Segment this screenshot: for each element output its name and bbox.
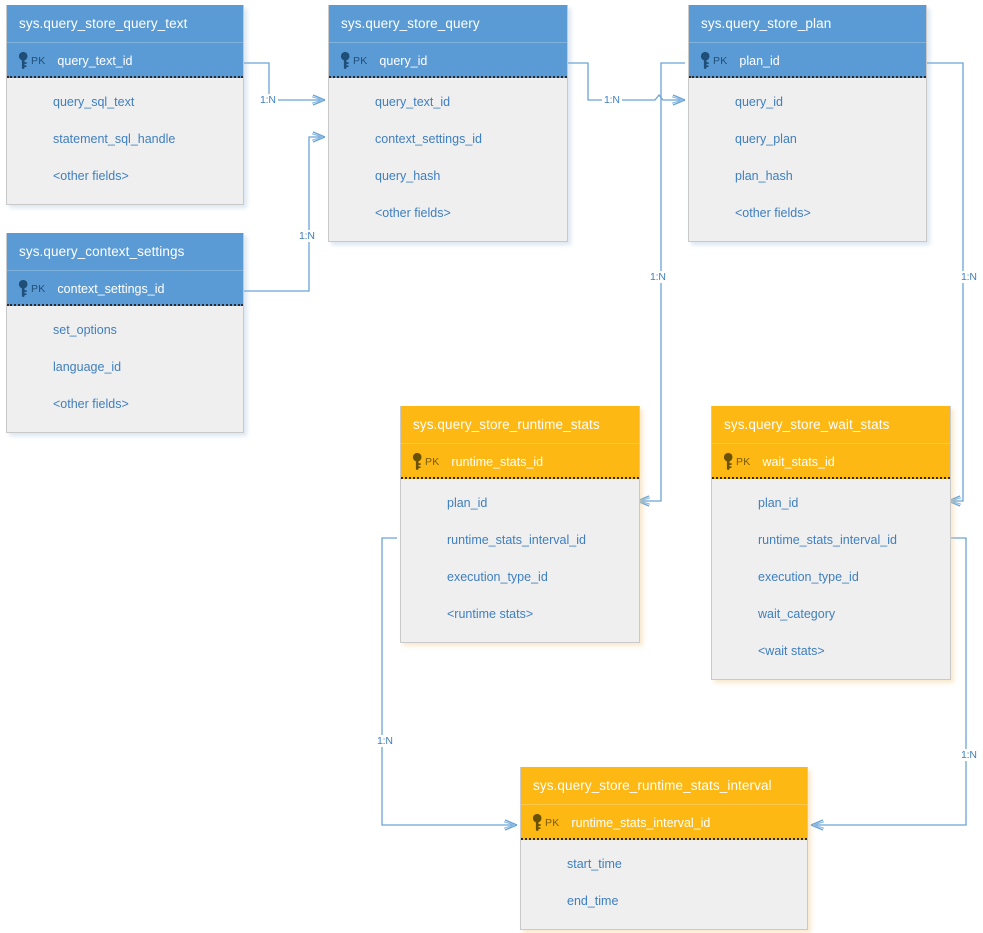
arrowhead-interval-to-runtime-stats [503, 819, 518, 831]
field-row[interactable]: plan_id [447, 496, 488, 510]
key-icon [17, 51, 30, 69]
field-row[interactable]: query_plan [735, 132, 797, 146]
pk-divider [689, 76, 926, 78]
arrowhead-query-to-plan [671, 94, 686, 106]
key-icon [699, 51, 712, 69]
field-row[interactable]: statement_sql_handle [53, 132, 176, 146]
cardinality-label: 1:N [648, 271, 668, 283]
arrowhead-query-text-to-query [311, 94, 326, 106]
field-row[interactable]: <other fields> [735, 206, 811, 220]
field-row[interactable]: <wait stats> [758, 644, 825, 658]
primary-key-row[interactable]: PK context_settings_id [7, 271, 243, 306]
cardinality-label: 1:N [258, 94, 278, 106]
primary-key-row[interactable]: PK wait_stats_id [712, 444, 950, 479]
field-row[interactable]: query_hash [375, 169, 441, 183]
pk-tag-label: PK [31, 54, 46, 67]
field-list: query_text_id context_settings_id query_ha… [329, 78, 567, 242]
primary-key-name: plan_id [739, 53, 780, 68]
connector-query-to-plan [568, 62, 685, 101]
cardinality-label: 1:N [375, 735, 395, 747]
pk-tag-label: PK [353, 54, 368, 67]
entity-title: sys.query_store_wait_stats [712, 406, 950, 444]
field-row[interactable]: <other fields> [53, 397, 129, 411]
key-icon [411, 452, 424, 470]
key-icon [17, 279, 30, 297]
field-row[interactable]: query_id [735, 95, 783, 109]
field-list: query_sql_text statement_sql_handle <other… [7, 78, 243, 205]
field-row[interactable]: <other fields> [375, 206, 451, 220]
pk-tag-label: PK [31, 282, 46, 295]
entity-title: sys.query_store_query_text [7, 5, 243, 43]
entity-title: sys.query_store_runtime_stats_interval [521, 767, 807, 805]
connector-context-settings-to-query [244, 136, 325, 292]
connector-query-text-to-query [244, 62, 325, 101]
cardinality-label: 1:N [602, 94, 622, 106]
pk-divider [521, 838, 807, 840]
field-row[interactable]: end_time [567, 894, 619, 908]
primary-key-row[interactable]: PK runtime_stats_id [401, 444, 639, 479]
entity-title: sys.query_context_settings [7, 233, 243, 271]
field-row[interactable]: execution_type_id [447, 570, 548, 584]
field-row[interactable]: query_text_id [375, 95, 451, 109]
primary-key-row[interactable]: PK plan_id [689, 43, 926, 78]
field-list: plan_id runtime_stats_interval_id executio… [401, 479, 639, 643]
field-row[interactable]: start_time [567, 857, 622, 871]
field-row[interactable]: set_options [53, 323, 117, 337]
pk-tag-label: PK [545, 816, 560, 829]
arrowhead-context-settings-to-query [311, 131, 326, 143]
field-row[interactable]: query_sql_text [53, 95, 135, 109]
field-row[interactable]: plan_id [758, 496, 799, 510]
cardinality-label: 1:N [297, 230, 317, 242]
pk-divider [401, 477, 639, 479]
primary-key-name: context_settings_id [57, 281, 165, 296]
pk-tag-label: PK [425, 455, 440, 468]
cardinality-label: 1:N [959, 271, 979, 283]
pk-divider [712, 477, 950, 479]
primary-key-row[interactable]: PK query_text_id [7, 43, 243, 78]
field-list: start_time end_time [521, 840, 807, 930]
field-row[interactable]: <other fields> [53, 169, 129, 183]
field-row[interactable]: language_id [53, 360, 122, 374]
field-row[interactable]: <runtime stats> [447, 607, 534, 621]
field-row[interactable]: execution_type_id [758, 570, 859, 584]
arrowhead-interval-to-wait-stats [810, 819, 825, 831]
primary-key-name: query_id [379, 53, 428, 68]
entity-title: sys.query_store_runtime_stats [401, 406, 639, 444]
primary-key-name: runtime_stats_id [451, 454, 544, 469]
primary-key-name: runtime_stats_interval_id [571, 815, 711, 830]
key-icon [339, 51, 352, 69]
pk-tag-label: PK [736, 455, 751, 468]
entity-title: sys.query_store_plan [689, 5, 926, 43]
field-row[interactable]: runtime_stats_interval_id [447, 533, 586, 547]
primary-key-name: query_text_id [57, 53, 133, 68]
primary-key-name: wait_stats_id [762, 454, 835, 469]
field-row[interactable]: context_settings_id [375, 132, 483, 146]
pk-divider [7, 304, 243, 306]
pk-divider [7, 76, 243, 78]
primary-key-row[interactable]: PK runtime_stats_interval_id [521, 805, 807, 840]
field-list: plan_id runtime_stats_interval_id executio… [712, 479, 950, 680]
key-icon [531, 813, 544, 831]
field-list: query_id query_plan plan_hash <other fields… [689, 78, 926, 242]
key-icon [722, 452, 735, 470]
field-row[interactable]: wait_category [758, 607, 836, 621]
pk-tag-label: PK [713, 54, 728, 67]
entity-title: sys.query_store_query [329, 5, 567, 43]
field-row[interactable]: plan_hash [735, 169, 793, 183]
field-row[interactable]: runtime_stats_interval_id [758, 533, 897, 547]
primary-key-row[interactable]: PK query_id [329, 43, 567, 78]
cardinality-label: 1:N [959, 749, 979, 761]
field-list: set_options language_id <other fields> [7, 306, 243, 433]
pk-divider [329, 76, 567, 78]
